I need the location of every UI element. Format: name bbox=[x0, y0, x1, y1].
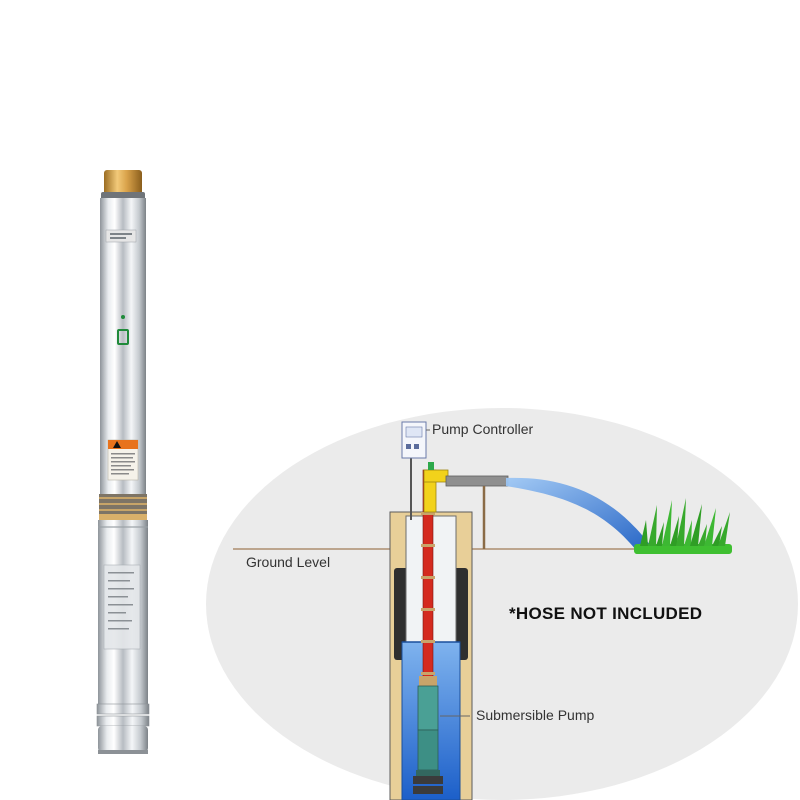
submersible-pump-product bbox=[96, 170, 150, 754]
diagram-background bbox=[206, 408, 798, 800]
water-jet bbox=[506, 477, 650, 550]
submersible-pump-label: Submersible Pump bbox=[476, 707, 595, 723]
drop-pipe bbox=[419, 469, 437, 686]
installation-diagram bbox=[206, 408, 798, 800]
pump-controller-box bbox=[401, 421, 427, 459]
ground-level-label: Ground Level bbox=[246, 554, 331, 570]
submersible-pump-in-well bbox=[413, 685, 443, 794]
logo-mark-icon bbox=[117, 329, 129, 345]
intake-screen bbox=[99, 494, 147, 520]
outlet-fittings bbox=[423, 462, 509, 549]
pump-controller-label: Pump Controller bbox=[432, 421, 534, 437]
warning-sticker-icon bbox=[107, 439, 139, 481]
grass-patch bbox=[634, 498, 732, 554]
brass-outlet-cap bbox=[104, 170, 142, 196]
hose-not-included-note: *HOSE NOT INCLUDED bbox=[509, 604, 703, 623]
